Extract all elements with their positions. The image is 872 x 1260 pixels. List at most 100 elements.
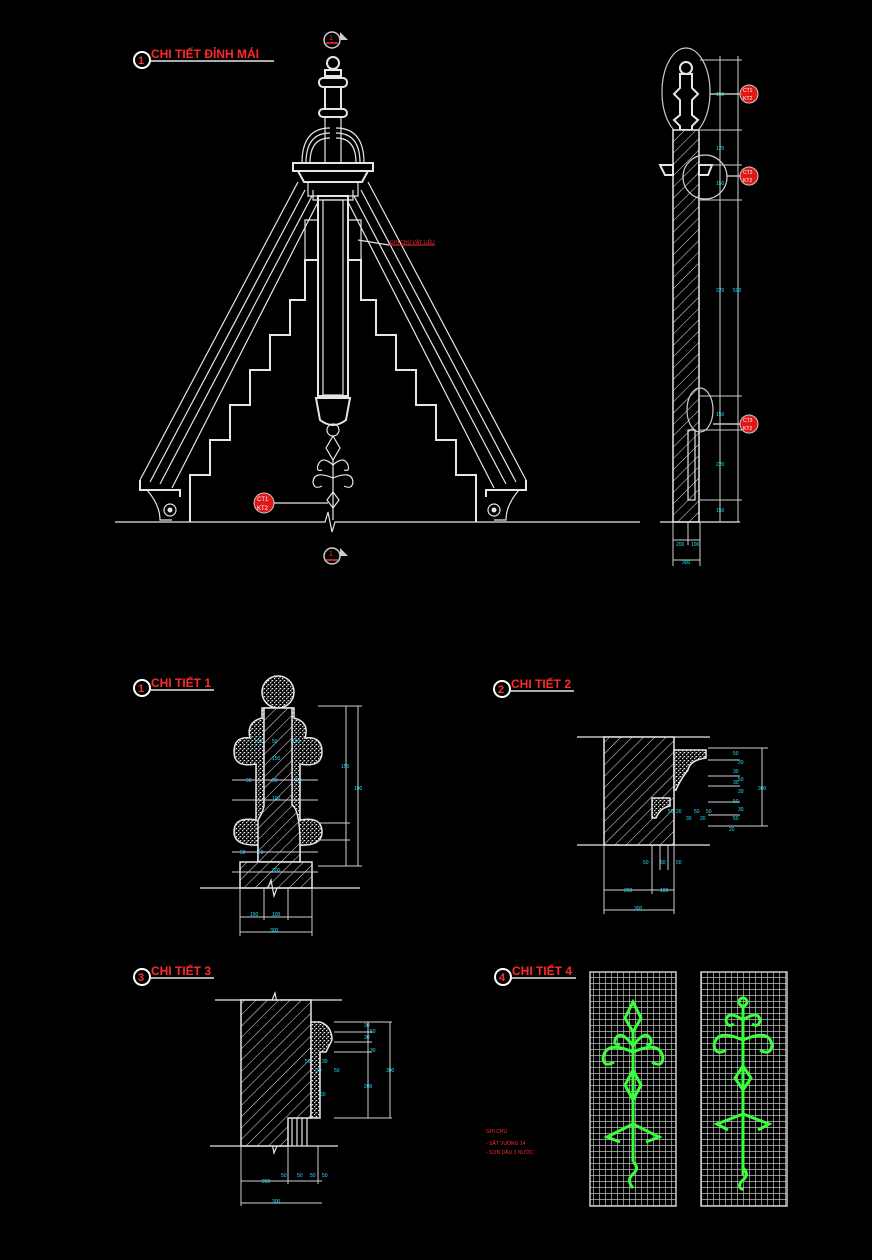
svg-text:30: 30 [733, 780, 739, 786]
side-tag-2[interactable]: CT2 KT2 [727, 166, 759, 186]
section-callout-top[interactable]: 1 [323, 31, 348, 49]
svg-text:GHI CHÚ: GHI CHÚ [486, 1128, 508, 1135]
detail-4-title: CHI TIẾT 4 [512, 963, 572, 978]
svg-text:30: 30 [686, 816, 692, 822]
svg-text:KT2: KT2 [743, 178, 752, 184]
svg-text:50: 50 [246, 778, 252, 784]
svg-text:1: 1 [329, 35, 333, 42]
elevation-tag[interactable]: CT1 KT2 [253, 492, 328, 514]
grille-panel-right [700, 971, 788, 1207]
svg-text:3: 3 [138, 972, 144, 984]
detail-4-notes: GHI CHÚ - SẮT VUÔNG 14 - SƠN DẦU 3 NƯỚC [486, 1128, 534, 1156]
svg-text:150: 150 [250, 912, 259, 918]
svg-text:100: 100 [292, 739, 301, 745]
svg-text:100: 100 [272, 796, 281, 802]
grille-panel-left [589, 971, 677, 1207]
svg-text:200: 200 [364, 1084, 373, 1090]
section-callout-bottom[interactable]: 1 [323, 547, 348, 565]
svg-text:150: 150 [716, 181, 725, 187]
svg-text:50: 50 [733, 799, 739, 805]
svg-text:50: 50 [733, 816, 739, 822]
svg-text:220: 220 [716, 462, 725, 468]
svg-text:50: 50 [320, 1092, 326, 1098]
detail-2-dimensions: 50 30 30 50 30 30 50 30 50 20 50 20 30 5… [624, 751, 767, 912]
roof-slope-right [347, 181, 527, 522]
svg-text:50: 50 [258, 850, 264, 856]
svg-text:50: 50 [296, 778, 302, 784]
svg-text:150: 150 [272, 756, 281, 762]
detail-1: 1 CHI TIẾT 1 100 50 [133, 675, 363, 936]
ground-line [115, 511, 640, 533]
svg-text:20: 20 [316, 1068, 322, 1074]
svg-text:20: 20 [700, 816, 706, 822]
svg-text:20: 20 [729, 827, 735, 833]
svg-text:20: 20 [676, 809, 682, 815]
svg-text:50: 50 [310, 1173, 316, 1179]
svg-text:50: 50 [733, 751, 739, 757]
detail-3-title: CHI TIẾT 3 [151, 963, 211, 978]
svg-text:CT2: CT2 [743, 170, 753, 176]
svg-text:150: 150 [341, 764, 350, 770]
detail-1-dimensions: 100 50 100 150 50 50 50 100 50 50 300 15… [240, 739, 363, 934]
svg-text:30: 30 [364, 1023, 370, 1029]
detail-2: 2 CHI TIẾT 2 50 30 30 [493, 676, 768, 914]
svg-text:300: 300 [758, 786, 767, 792]
svg-text:100: 100 [254, 739, 263, 745]
svg-text:50: 50 [272, 778, 278, 784]
title-number-circle [133, 51, 151, 69]
svg-text:30: 30 [738, 789, 744, 795]
svg-text:300: 300 [634, 906, 643, 912]
svg-text:50: 50 [668, 809, 674, 815]
svg-text:CT1: CT1 [743, 88, 753, 94]
svg-text:100: 100 [660, 888, 669, 894]
svg-text:100: 100 [272, 912, 281, 918]
roof-slope-left [139, 181, 319, 522]
main-title: 1 CHI TIẾT ĐỈNH MÁI [133, 46, 274, 69]
svg-text:30: 30 [733, 769, 739, 775]
svg-text:KT2: KT2 [743, 96, 752, 102]
hanging-ornament [312, 434, 354, 520]
side-dimensions: 150 120 150 220 500 150 220 150 200 100 … [676, 92, 742, 566]
svg-text:50: 50 [643, 860, 649, 866]
svg-text:50: 50 [322, 1173, 328, 1179]
svg-text:150: 150 [716, 92, 725, 98]
finial [292, 56, 374, 183]
svg-text:30: 30 [738, 760, 744, 766]
svg-text:- SẮT VUÔNG 14: - SẮT VUÔNG 14 [486, 1139, 526, 1147]
svg-text:KT2: KT2 [743, 426, 752, 432]
svg-text:50: 50 [676, 860, 682, 866]
svg-text:150: 150 [716, 508, 725, 514]
svg-text:300: 300 [682, 560, 691, 566]
svg-text:1: 1 [329, 551, 333, 558]
svg-text:50: 50 [706, 809, 712, 815]
svg-text:30: 30 [370, 1048, 376, 1054]
svg-text:300: 300 [386, 1068, 395, 1074]
svg-text:100: 100 [691, 542, 700, 548]
detail-3-dimensions: 30 50 30 30 50 30 20 50 50 300 200 50 50… [262, 1023, 395, 1205]
svg-text:1: 1 [138, 683, 144, 695]
svg-text:4: 4 [499, 972, 506, 984]
svg-text:120: 120 [716, 146, 725, 152]
svg-text:200: 200 [676, 542, 685, 548]
side-tag-3[interactable]: CT3 KT2 [713, 414, 759, 434]
svg-text:200: 200 [624, 888, 633, 894]
detail-3: 3 CHI TIẾT 3 30 50 30 30 50 30 [133, 963, 395, 1206]
side-tag-1[interactable]: CT1 KT2 [710, 84, 759, 104]
svg-text:300: 300 [270, 928, 279, 934]
svg-text:300: 300 [272, 868, 281, 874]
svg-text:50: 50 [281, 1173, 287, 1179]
title-number: 1 [138, 55, 144, 67]
svg-text:30: 30 [364, 1035, 370, 1041]
svg-text:50: 50 [660, 860, 666, 866]
detail-2-title: CHI TIẾT 2 [511, 676, 571, 691]
svg-text:2: 2 [498, 684, 504, 696]
svg-text:150: 150 [716, 412, 725, 418]
svg-text:200: 200 [262, 1179, 271, 1185]
svg-text:50: 50 [738, 777, 744, 783]
detail-4: 4 CHI TIẾT 4 GHI CHÚ - SẮT VUÔNG 14 - SƠ… [486, 963, 788, 1207]
svg-text:50: 50 [370, 1029, 376, 1035]
svg-text:220: 220 [716, 288, 725, 294]
svg-text:50: 50 [334, 1068, 340, 1074]
svg-text:50: 50 [240, 850, 246, 856]
